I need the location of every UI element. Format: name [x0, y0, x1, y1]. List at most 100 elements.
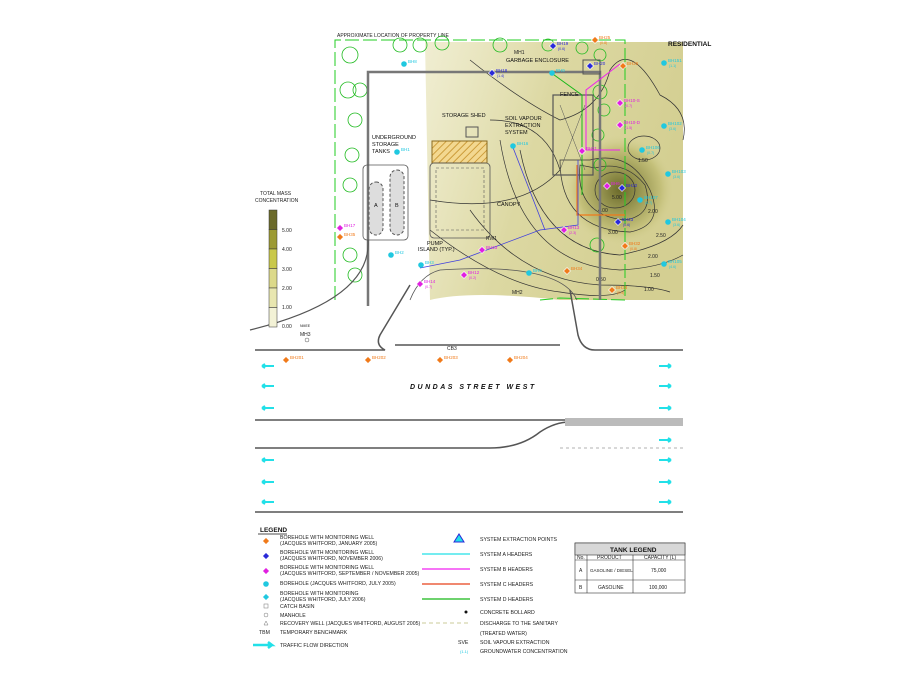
borehole-bh13[interactable]: BH13 — [478, 245, 498, 254]
borehole-bh203[interactable]: BH203 — [436, 355, 459, 364]
traffic-arrow-icon — [261, 479, 274, 485]
borehole-value: (0.6) — [558, 47, 565, 51]
borehole-bh104[interactable]: BH104(3.6) — [665, 217, 686, 227]
bollard-label: CONCRETE BOLLARD — [480, 610, 535, 616]
borehole-bh32[interactable]: BH32(0.8) — [621, 241, 641, 251]
legend-item-label: (JACQUES WHITFORD, JANUARY 2005) — [280, 541, 378, 547]
borehole-bh6[interactable]: BH6 — [603, 181, 621, 190]
scale-tick: 1.00 — [282, 305, 292, 311]
borehole-label: BH13 — [568, 225, 580, 230]
borehole-bh22[interactable]: BH22 — [618, 183, 638, 192]
borehole-bh151[interactable]: BH151(1.1) — [661, 58, 682, 68]
borehole-bh12[interactable]: BH12(0.2) — [460, 270, 480, 280]
borehole-bh202[interactable]: BH202 — [364, 355, 387, 364]
legend-item-label: (JACQUES WHITFORD, NOVEMBER 2006) — [280, 556, 383, 562]
traffic-arrows — [261, 363, 672, 505]
borehole-bh11[interactable]: BH11 — [578, 146, 598, 155]
gw-sample: (1.1) — [460, 649, 469, 654]
borehole-bh3[interactable]: BH3 — [418, 260, 434, 268]
label-canopy: CANOPY — [497, 202, 521, 208]
monitoring-well-icon — [608, 286, 616, 294]
traffic-arrow-icon — [659, 457, 672, 463]
borehole-bh9[interactable]: BH9 — [549, 68, 565, 76]
borehole-bh33[interactable]: BH33(0.9) — [608, 285, 628, 295]
borehole-label: BH103 — [672, 169, 686, 174]
borehole-bh102[interactable]: BH102(3.6) — [661, 121, 682, 131]
borehole-bh26[interactable]: BH26 — [619, 61, 639, 70]
traffic-arrow-icon — [659, 479, 672, 485]
borehole-icon — [510, 143, 516, 149]
tbm-abbr: TBM — [259, 630, 270, 636]
borehole-bh201[interactable]: BH201 — [282, 355, 305, 364]
borehole-bh1[interactable]: BH1 — [394, 147, 410, 155]
monitoring-well-icon — [262, 593, 270, 601]
borehole-bh10-d[interactable]: BH10-D(1.5) — [616, 120, 641, 130]
borehole-bh103[interactable]: BH103(3.6) — [665, 169, 686, 179]
borehole-icon — [394, 149, 400, 155]
contour-labels: 1.50 2.50 2.00 1.50 1.00 0.50 3.00 4.00 … — [596, 158, 666, 293]
monitoring-well-icon — [578, 147, 586, 155]
scale-swatch — [268, 209, 278, 230]
borehole-bh2[interactable]: BH2 — [388, 250, 404, 258]
scale-tick: 0.00 — [282, 324, 292, 330]
monitoring-well-icon — [591, 36, 599, 44]
borehole-bh106[interactable]: BH106(0.7) — [639, 145, 660, 155]
borehole-label: BH107 — [644, 195, 658, 200]
borehole-label: BH34 — [571, 266, 583, 271]
borehole-bh20[interactable]: BH20 — [586, 61, 606, 70]
borehole-bh13[interactable]: BH13(2.3) — [560, 225, 580, 235]
trees — [339, 35, 611, 283]
scale-tick: 2.00 — [282, 286, 292, 292]
borehole-label: BH11 — [586, 146, 597, 151]
borehole-bh204[interactable]: BH204 — [506, 355, 529, 364]
legend-item-label: BOREHOLE WITH MONITORING WELL — [280, 565, 374, 571]
sve-abbr: SVE — [458, 640, 469, 646]
contour-label: 2.00 — [648, 254, 658, 260]
borehole-bh16[interactable]: BH16 — [510, 141, 529, 149]
contour-label: 2.50 — [656, 233, 666, 239]
monitoring-well-icon — [614, 218, 622, 226]
tank-header: PRODUCT — [597, 555, 622, 561]
scale-swatch — [268, 229, 278, 250]
borehole-bh8[interactable]: BH8 — [401, 59, 417, 67]
borehole-icon — [263, 581, 269, 587]
label-ust: UNDERGROUND — [372, 135, 416, 141]
legend-item-label: CATCH BASIN — [280, 604, 315, 610]
borehole-bh23[interactable]: BH23(0.6) — [614, 217, 634, 227]
monitoring-well-icon — [586, 62, 594, 70]
discharge-label: DISCHARGE TO THE SANITARY — [480, 621, 558, 627]
label-mh2: MH2 — [512, 290, 523, 296]
monitoring-well-icon — [262, 537, 270, 545]
traffic-label: TRAFFIC FLOW DIRECTION — [280, 643, 349, 649]
borehole-label: BH18 — [496, 68, 508, 73]
tank-cell: B — [579, 585, 583, 591]
borehole-bh105[interactable]: BH105(4.6) — [661, 259, 682, 269]
borehole-bh10-s[interactable]: BH10-S(0.7) — [616, 98, 640, 108]
borehole-bh18[interactable]: BH18(1.4) — [488, 68, 508, 78]
borehole-label: BH3 — [425, 260, 434, 265]
scale-title: CONCENTRATION — [255, 198, 299, 204]
borehole-bh14[interactable]: BH14(0.7) — [416, 279, 436, 289]
borehole-bh34[interactable]: BH34 — [563, 266, 583, 275]
contour-label: 1.50 — [638, 158, 648, 164]
traffic-arrow-icon — [261, 405, 274, 411]
borehole-label: BH23 — [622, 217, 634, 222]
tank-legend: TANK LEGEND No. PRODUCT CAPACITY (L) A G… — [574, 542, 686, 594]
median — [565, 418, 683, 426]
borehole-bh107[interactable]: BH107(0.7) — [637, 195, 658, 205]
label-pump: PUMP — [427, 241, 443, 247]
borehole-bh17[interactable]: BH17 — [336, 223, 356, 232]
borehole-label: BH10-D — [624, 120, 641, 125]
borehole-label: BH20 — [594, 61, 606, 66]
borehole-label: BH35 — [344, 232, 356, 237]
borehole-bh35[interactable]: BH35 — [336, 232, 356, 241]
borehole-label: BH4 — [533, 268, 542, 273]
monitoring-well-icon — [262, 567, 270, 575]
borehole-bh4[interactable]: BH4 — [526, 268, 542, 276]
residential-label: RESIDENTIAL — [668, 41, 711, 48]
borehole-value: (0.8) — [630, 247, 637, 251]
borehole-bh19[interactable]: BH19(0.6) — [549, 41, 569, 51]
scale-swatch — [268, 287, 278, 308]
borehole-bh25[interactable]: BH25(0.8) — [591, 35, 611, 45]
